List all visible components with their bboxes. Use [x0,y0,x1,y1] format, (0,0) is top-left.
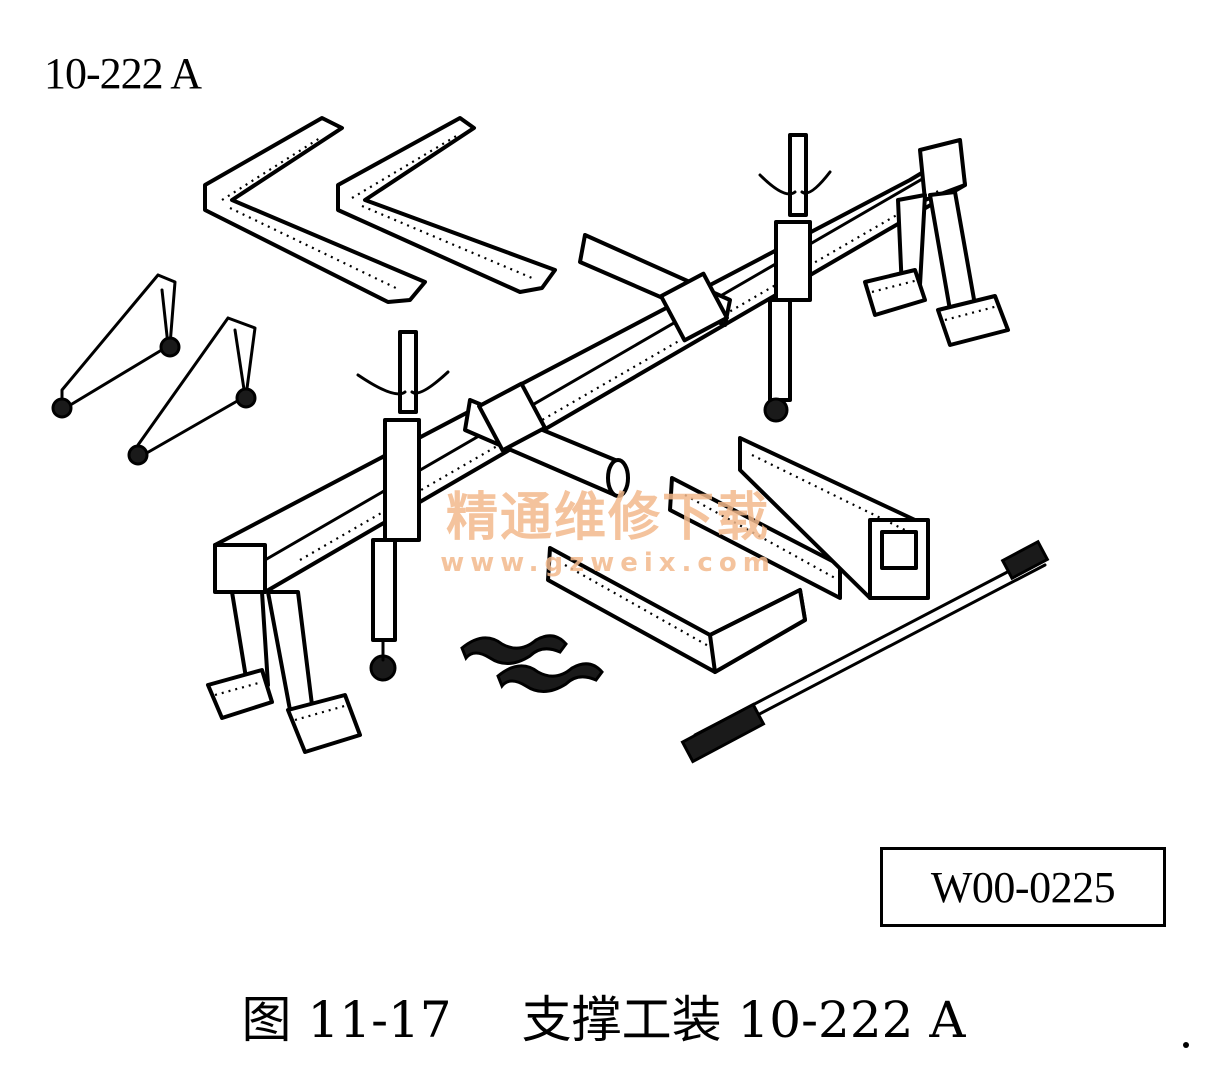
clamp-pair [460,634,604,693]
tool-label: 10-222 A [44,49,202,98]
leg-assembly-right [863,190,1010,347]
l-bracket-right [336,116,557,294]
threaded-rod [680,539,1050,764]
spindle-left [356,330,450,682]
leg-assembly-left [206,590,362,754]
scan-speck [1183,1042,1189,1048]
l-bracket-left [203,116,427,304]
extension-arm-back [738,436,930,600]
triangular-brace-outer [51,273,181,419]
extension-arm-front [546,546,807,674]
spindle-right [758,133,832,423]
caption-text: 支撑工装 10-222 A [521,991,966,1049]
triangular-brace-inner [127,316,257,466]
part-number-box: W00-0225 [880,847,1166,927]
cross-beam [463,233,732,498]
extension-arm-middle [668,476,842,600]
part-number: W00-0225 [930,862,1116,912]
caption-number: 图 11-17 [241,991,452,1049]
